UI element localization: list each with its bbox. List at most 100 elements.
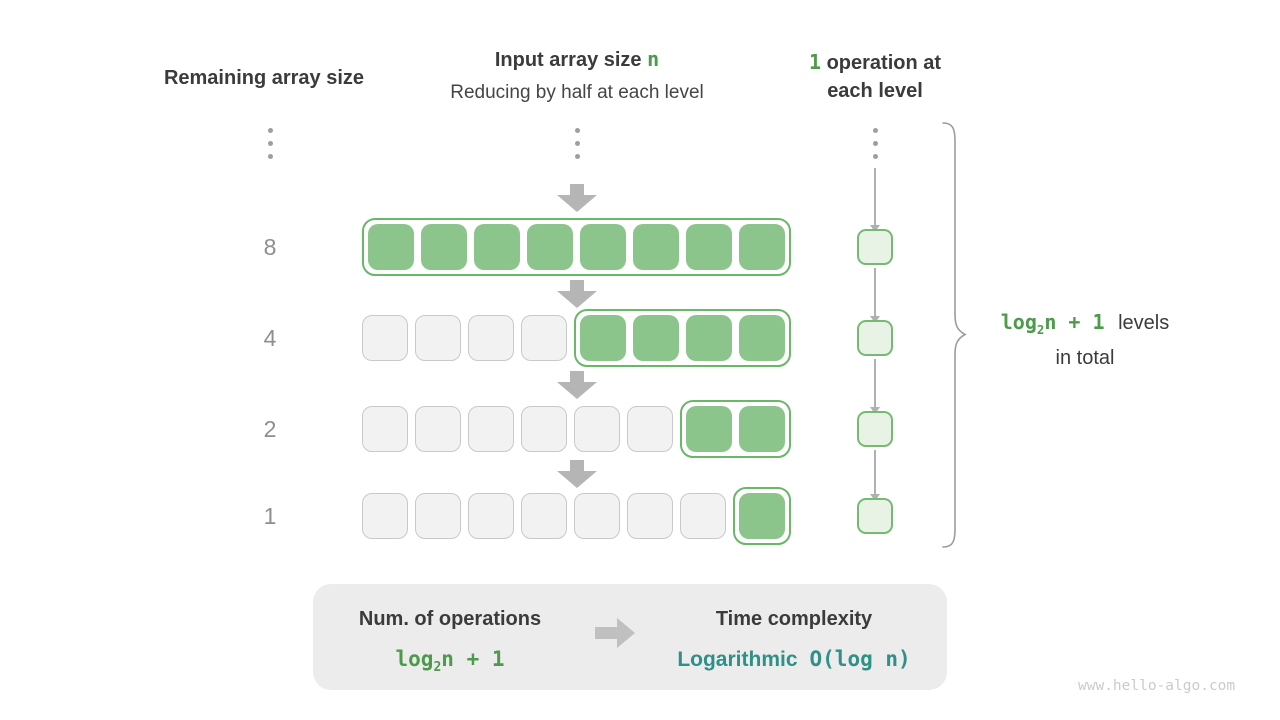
array-row xyxy=(362,218,791,276)
watermark: www.hello-algo.com xyxy=(1078,678,1236,694)
remaining-size-value: 1 xyxy=(263,503,277,529)
dot xyxy=(574,141,580,146)
operation-box xyxy=(857,411,893,447)
array-cell-active xyxy=(527,224,573,270)
array-row xyxy=(362,487,791,545)
operations-summary: Num. of operations log2n + 1 xyxy=(310,606,590,681)
levels-formula: log2n + 1 xyxy=(1000,310,1105,337)
array-cell-active xyxy=(474,224,520,270)
brace-label: log2n + 1 levels in total xyxy=(980,308,1190,372)
array-row xyxy=(362,309,791,367)
array-cell-discarded xyxy=(468,493,514,539)
input-size-n-highlight: n xyxy=(647,47,660,71)
summary-formula-log: log xyxy=(395,647,434,671)
operation-box xyxy=(857,498,893,534)
dot xyxy=(267,141,273,146)
array-cell-discarded xyxy=(362,493,408,539)
operation-box xyxy=(857,320,893,356)
active-subarray xyxy=(733,487,791,545)
array-cell-active xyxy=(580,315,626,361)
array-cell-discarded xyxy=(521,315,567,361)
array-cell-active xyxy=(739,315,785,361)
operation-connector-arrow xyxy=(870,168,880,232)
array-cell-active xyxy=(421,224,467,270)
operations-title-text: operation at xyxy=(821,52,942,74)
array-cell-active xyxy=(633,315,679,361)
input-size-title: Input array size n xyxy=(417,45,737,74)
array-cell-discarded xyxy=(521,493,567,539)
operations-title-line1: 1 operation at xyxy=(775,48,975,77)
remaining-size-title: Remaining array size xyxy=(163,67,365,89)
arrow-right-icon xyxy=(595,618,635,648)
levels-formula-sub: 2 xyxy=(1036,322,1045,337)
remaining-size-value: 4 xyxy=(263,325,277,351)
array-cell-active xyxy=(739,493,785,539)
complexity-summary-value: Logarithmic O(log n) xyxy=(644,646,944,673)
array-cell-discarded xyxy=(574,406,620,452)
array-cell-active xyxy=(739,406,785,452)
levels-word: levels xyxy=(1118,312,1170,334)
complexity-bigO: O(log n) xyxy=(809,647,911,671)
array-cell-discarded xyxy=(415,406,461,452)
dot xyxy=(872,141,878,146)
dot xyxy=(574,128,580,133)
array-cell-discarded xyxy=(574,493,620,539)
levels-formula-rest: n + 1 xyxy=(1044,310,1105,334)
array-cell-discarded xyxy=(627,406,673,452)
array-cell-discarded xyxy=(415,493,461,539)
array-cell-discarded xyxy=(468,315,514,361)
ellipsis-left xyxy=(267,128,273,159)
complexity-summary: Time complexity Logarithmic O(log n) xyxy=(644,606,944,673)
brace xyxy=(942,122,967,548)
complexity-summary-title: Time complexity xyxy=(715,608,873,630)
operations-1-highlight: 1 xyxy=(808,50,822,74)
array-cell-active xyxy=(739,224,785,270)
brace-label-line1: log2n + 1 levels xyxy=(980,308,1190,344)
operation-connector-arrow xyxy=(870,450,880,501)
summary-formula-rest: n + 1 xyxy=(441,647,505,671)
dot xyxy=(267,128,273,133)
array-cell-discarded xyxy=(415,315,461,361)
array-cell-active xyxy=(686,406,732,452)
array-cell-discarded xyxy=(362,315,408,361)
active-subarray xyxy=(362,218,791,276)
dot xyxy=(872,154,878,159)
complexity-word: Logarithmic xyxy=(677,648,798,671)
summary-formula-sub: 2 xyxy=(433,660,442,676)
remaining-size-value: 2 xyxy=(263,416,277,442)
operations-title-line2: each level xyxy=(827,80,923,102)
operations-summary-formula: log2n + 1 xyxy=(310,646,590,681)
summary-panel: Num. of operations log2n + 1 Time comple… xyxy=(313,584,947,690)
array-cell-active xyxy=(368,224,414,270)
dot xyxy=(872,128,878,133)
array-cell-discarded xyxy=(362,406,408,452)
array-cell-active xyxy=(580,224,626,270)
operation-connector-arrow xyxy=(870,268,880,323)
down-arrow-icon xyxy=(555,460,599,488)
levels-formula-log: log xyxy=(1000,310,1037,334)
active-subarray xyxy=(680,400,791,458)
array-row xyxy=(362,400,791,458)
brace-label-line2: in total xyxy=(1055,347,1115,369)
down-arrow-icon xyxy=(555,371,599,399)
operations-summary-title: Num. of operations xyxy=(358,608,542,630)
column-header-operations: 1 operation at each level xyxy=(775,48,975,105)
input-size-subtitle: Reducing by half at each level xyxy=(450,82,704,103)
column-header-remaining-size: Remaining array size xyxy=(144,64,384,92)
down-arrow-icon xyxy=(555,184,599,212)
array-cell-discarded xyxy=(627,493,673,539)
array-cell-discarded xyxy=(468,406,514,452)
active-subarray xyxy=(574,309,791,367)
array-cell-discarded xyxy=(521,406,567,452)
operation-box xyxy=(857,229,893,265)
array-cell-active xyxy=(686,315,732,361)
operation-connector-arrow xyxy=(870,359,880,414)
dot xyxy=(574,154,580,159)
array-cell-active xyxy=(633,224,679,270)
array-cell-discarded xyxy=(680,493,726,539)
column-header-input-size: Input array size n Reducing by half at e… xyxy=(417,45,737,107)
dot xyxy=(267,154,273,159)
input-size-title-text: Input array size xyxy=(494,49,648,71)
down-arrow-icon xyxy=(555,280,599,308)
